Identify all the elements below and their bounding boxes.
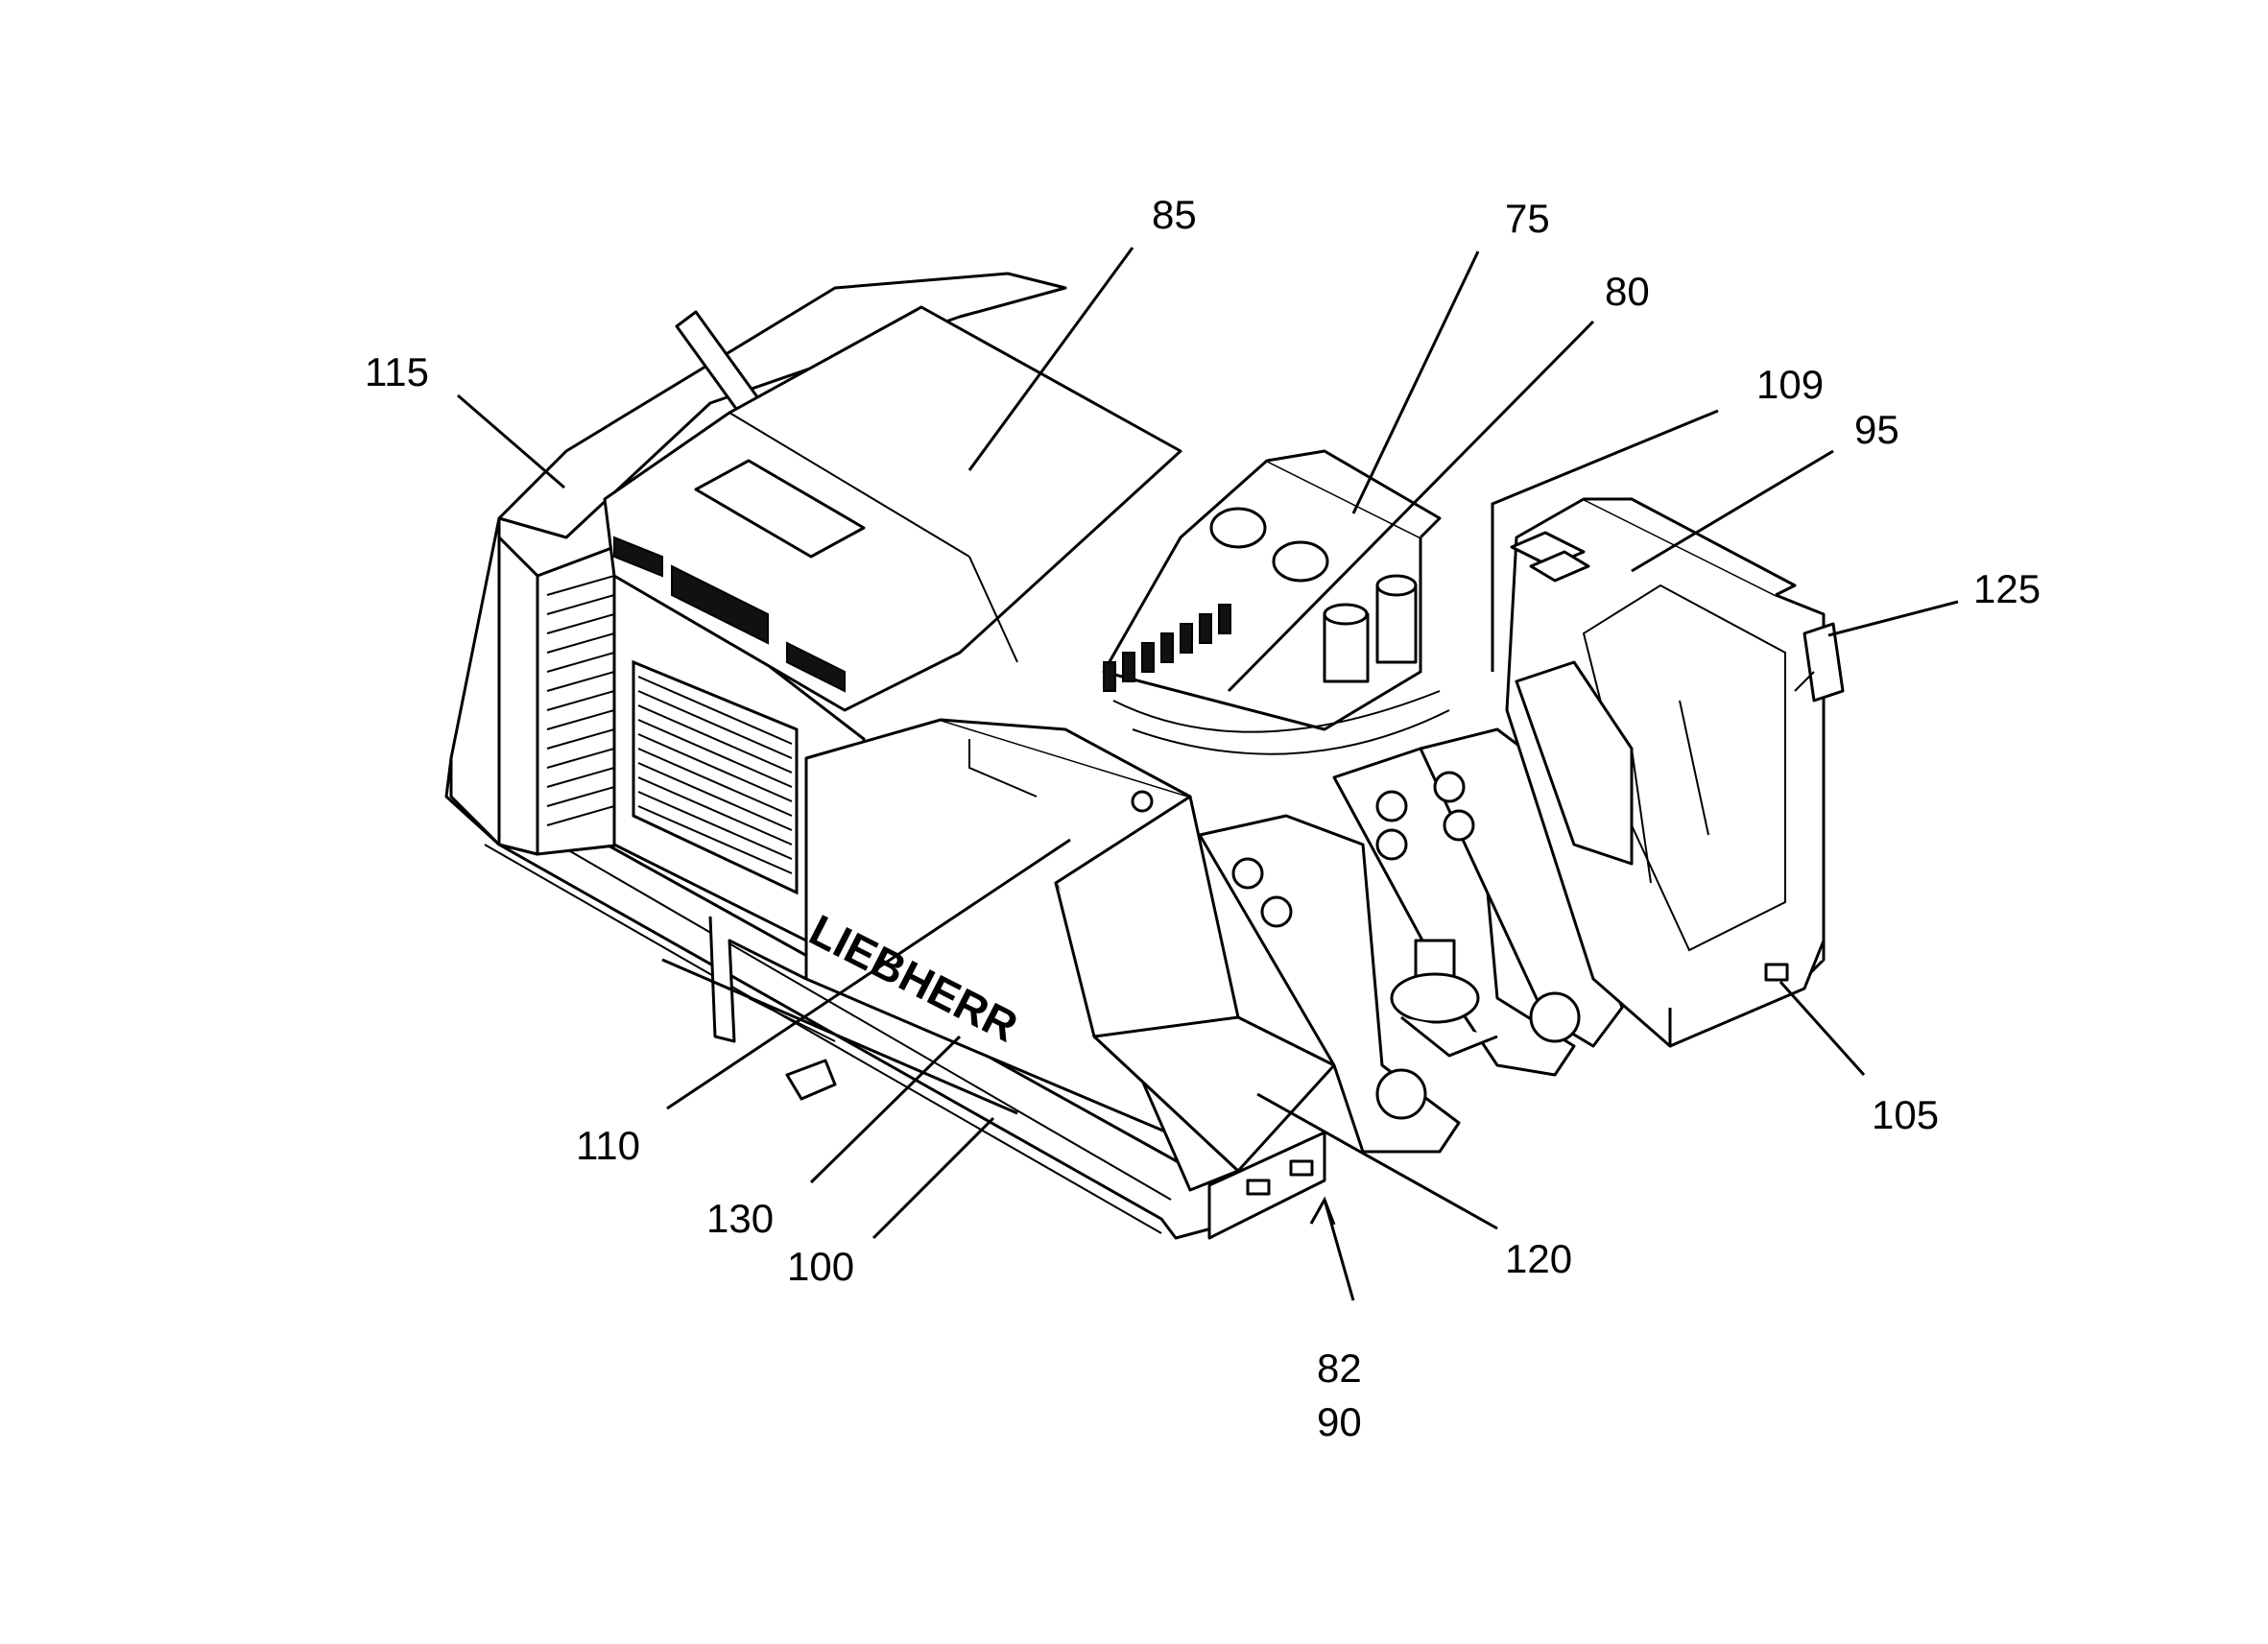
engine-enclosure	[603, 305, 1182, 971]
ref-95: 95	[1854, 407, 1899, 452]
leader-109	[1491, 409, 1719, 672]
leader-85	[967, 247, 1134, 471]
leader-120	[1256, 1092, 1498, 1230]
reference-numerals: 85 75 80 115 109 95 125 105 110 130 100 …	[365, 192, 2041, 1444]
radiator-grille-lines	[637, 676, 793, 874]
ref-100: 100	[787, 1244, 854, 1289]
ref-109: 109	[1756, 362, 1824, 407]
ref-80: 80	[1605, 269, 1650, 314]
boom-support-frame	[1198, 727, 1624, 1154]
leader-95	[1631, 449, 1834, 573]
leader-105	[1779, 980, 1866, 1077]
leader-100	[871, 1116, 995, 1240]
leader-110	[666, 838, 1071, 1110]
front-compartment: LIEBHERR	[661, 718, 1336, 1240]
ref-75: 75	[1505, 196, 1550, 241]
leader-115	[457, 393, 565, 489]
counterweight-louvre	[546, 575, 615, 826]
leader-75	[1351, 250, 1480, 514]
ref-110: 110	[576, 1123, 640, 1168]
ref-125: 125	[1973, 566, 2041, 611]
leader-80	[1227, 320, 1595, 693]
ref-85: 85	[1152, 192, 1197, 237]
ref-120: 120	[1505, 1236, 1572, 1281]
leader-lines	[457, 247, 1959, 1301]
control-valve-bank	[1103, 604, 1231, 692]
leader-arrow-82-90	[1309, 1196, 1336, 1226]
leader-82-90	[1323, 1199, 1355, 1301]
leader-130	[809, 1035, 962, 1184]
ref-90: 90	[1317, 1399, 1362, 1444]
ref-115: 115	[365, 349, 429, 394]
ref-105: 105	[1872, 1092, 1939, 1137]
leader-125	[1827, 600, 1959, 637]
operator-cab	[1505, 497, 1845, 1048]
ref-82: 82	[1317, 1346, 1362, 1391]
counterweight	[449, 272, 1067, 856]
hydraulic-area	[1102, 449, 1450, 755]
ref-130: 130	[706, 1196, 774, 1241]
